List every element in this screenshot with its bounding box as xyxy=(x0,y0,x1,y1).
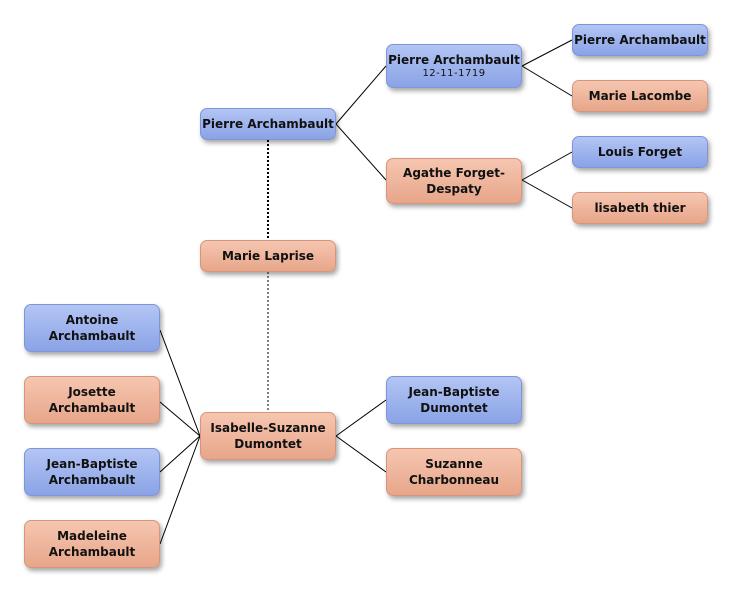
connector-line xyxy=(159,435,201,545)
person-node-isabelle-suzanne-dumontet[interactable]: Isabelle-Suzanne Dumontet xyxy=(200,412,336,460)
person-name-line1: Jean-Baptiste xyxy=(46,457,138,471)
person-name-line2: Charbonneau xyxy=(408,473,500,487)
person-name-line1: Madeleine xyxy=(57,529,127,543)
connector-line xyxy=(335,399,387,437)
person-node-louis-forget[interactable]: Louis Forget xyxy=(572,136,708,168)
connector-line xyxy=(159,329,201,437)
person-name-line1: Agathe Forget- xyxy=(403,166,505,180)
person-node-marie-lacombe[interactable]: Marie Lacombe xyxy=(572,80,708,112)
person-node-madeleine-archambault[interactable]: Madeleine Archambault xyxy=(24,520,160,568)
person-name-line1: Isabelle-Suzanne xyxy=(210,421,326,435)
connector-line xyxy=(159,435,201,473)
person-name-line2: Archambault xyxy=(48,545,136,559)
person-node-antoine-archambault[interactable]: Antoine Archambault xyxy=(24,304,160,352)
person-name: Pierre Archambault xyxy=(388,53,520,67)
connector-line xyxy=(335,65,387,125)
person-node-agathe-forget-despaty[interactable]: Agathe Forget- Despaty xyxy=(386,158,522,204)
person-name-line2: Dumontet xyxy=(420,401,488,415)
person-name-line1: Jean-Baptiste xyxy=(408,385,500,399)
person-name-line1: Antoine xyxy=(65,313,119,327)
connector-line xyxy=(335,123,387,181)
connector-line xyxy=(521,65,573,97)
person-name: Louis Forget xyxy=(597,145,683,159)
person-name-line2: Dumontet xyxy=(234,437,302,451)
person-name-line1: Josette xyxy=(68,385,116,399)
person-date: 12-11-1719 xyxy=(422,68,486,79)
connector-line xyxy=(159,401,201,437)
person-node-lisabeth-thier[interactable]: lisabeth thier xyxy=(572,192,708,224)
connector-line xyxy=(335,435,387,473)
person-node-josette-archambault[interactable]: Josette Archambault xyxy=(24,376,160,424)
person-node-marie-laprise[interactable]: Marie Laprise xyxy=(200,240,336,272)
person-node-pierre-archambault-father[interactable]: Pierre Archambault 12-11-1719 xyxy=(386,44,522,88)
person-name: Marie Lacombe xyxy=(588,89,692,103)
person-node-pierre-archambault-grandfather[interactable]: Pierre Archambault xyxy=(572,24,708,56)
person-name: lisabeth thier xyxy=(594,201,686,215)
person-name-line2: Archambault xyxy=(48,473,136,487)
person-name-line2: Despaty xyxy=(426,182,482,196)
person-node-jean-baptiste-archambault[interactable]: Jean-Baptiste Archambault xyxy=(24,448,160,496)
person-name: Pierre Archambault xyxy=(574,33,706,47)
person-name: Pierre Archambault xyxy=(202,117,334,131)
person-node-pierre-archambault-root[interactable]: Pierre Archambault xyxy=(200,108,336,140)
person-node-suzanne-charbonneau[interactable]: Suzanne Charbonneau xyxy=(386,448,522,496)
person-name: Marie Laprise xyxy=(221,249,315,263)
connector-line xyxy=(521,179,573,209)
connector-line xyxy=(521,151,573,181)
person-name-line2: Archambault xyxy=(48,329,136,343)
person-node-jean-baptiste-dumontet[interactable]: Jean-Baptiste Dumontet xyxy=(386,376,522,424)
person-name-line2: Archambault xyxy=(48,401,136,415)
person-name-line1: Suzanne xyxy=(425,457,483,471)
connector-line xyxy=(521,39,573,67)
